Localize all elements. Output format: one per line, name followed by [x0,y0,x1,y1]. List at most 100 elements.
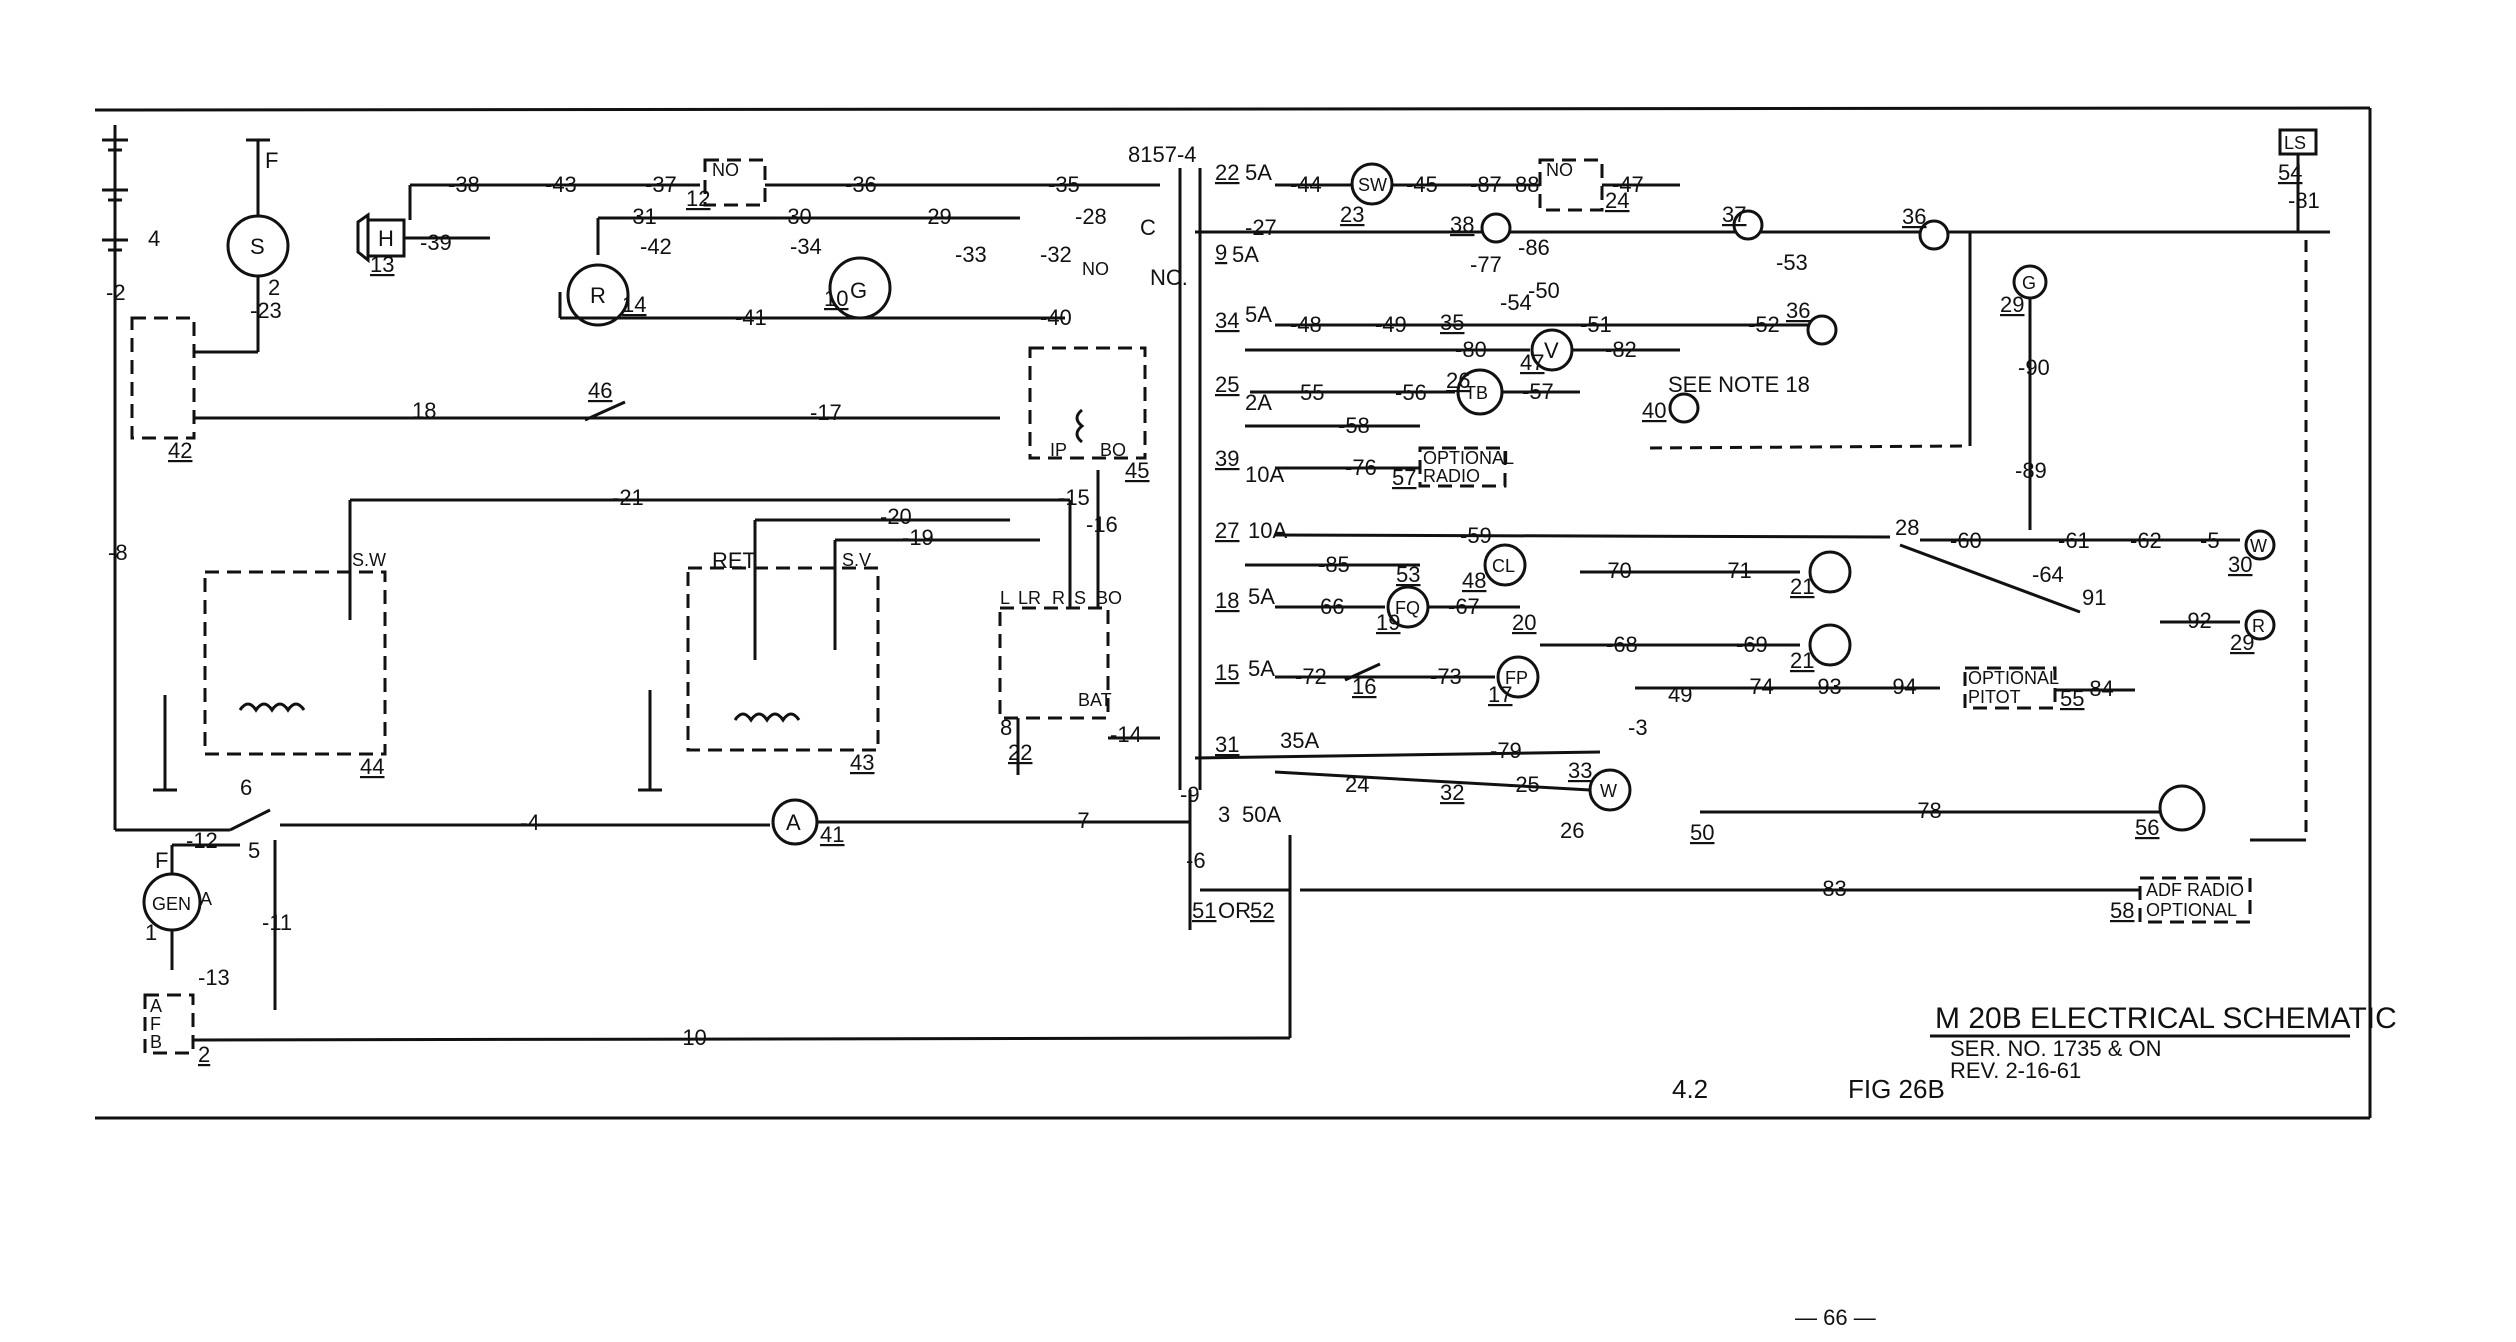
warn-light-33-ground: 26 [1560,818,1584,843]
battery-ref: 4 [148,226,160,251]
frame-top-line [94,106,2371,112]
landing-switch [2278,128,2318,156]
resistor-ref: 35 [1440,310,1464,335]
wire-label: -3 [1628,715,1648,740]
optional-radio-2: RADIO [1423,466,1480,486]
breaker-9-amp: 5A [1232,242,1259,267]
breaker-22: 22 [1215,160,1239,185]
wire-label: -59 [1460,523,1492,548]
adf-radio-ref: 58 [2110,898,2134,923]
switch-5-ref: 5 [248,838,260,863]
wire-label: -28 [1075,204,1107,229]
footer-page: — 66 — [1795,1305,1876,1330]
relay-12-ref: 12 [686,186,710,211]
regulator-ref: 14 [622,292,646,317]
fuel-pump-ref: 17 [1488,682,1512,707]
battery-symbol [102,125,128,290]
governor-right-label: G [2022,273,2036,293]
starter-label: S [250,234,265,259]
relay-12-no: NO [712,160,739,180]
ls-label: LS [2284,133,2306,153]
wire-label: -90 [2018,355,2050,380]
warn-light-30-ref: 30 [2228,552,2252,577]
relay-44-ref: 44 [360,754,384,779]
lamp-36 [1806,314,1838,346]
wire-label: -45 [1406,172,1438,197]
wire-label: -10 [675,1025,707,1050]
clock-label: CL [1492,556,1515,576]
regulator-label: R [590,283,606,308]
fuel-qty-label: FQ [1395,598,1420,618]
wire-label: -69 [1736,632,1768,657]
sw-ref: 23 [1340,202,1364,227]
wire-label: -15 [1058,485,1090,510]
relay-43-ref: 43 [850,750,874,775]
wire-79 [1194,750,1601,760]
sw-label: SW [1358,175,1387,195]
wire-label: -58 [1338,413,1370,438]
lamp-38-ref: 38 [1450,212,1474,237]
wire-label: -61 [2058,528,2090,553]
generator-a: A [200,889,212,909]
master-switch-ref: 6 [240,775,252,800]
wire-label: -5 [2200,528,2220,553]
turn-bank-ref: 26 [1446,368,1470,393]
wire-radio-right [1649,444,1971,450]
wire-label: 66 [1320,594,1344,619]
wire-label: -37 [645,172,677,197]
optional-pitot-1: OPTIONAL [1968,668,2059,688]
ammeter-label: A [786,810,801,835]
wire-label: 91 [2082,585,2106,610]
note-18: SEE NOTE 18 [1668,372,1810,397]
solenoid-box [130,316,196,440]
relay-ret: RET [712,548,756,573]
breaker-34-amp: 5A [1245,302,1272,327]
relay-coil [733,712,801,723]
fuse-ref: 53 [1396,562,1420,587]
generator-label: GEN [152,894,191,914]
lamp-56 [2158,784,2206,832]
wire-label: -77 [1470,252,1502,277]
starter-f-label: F [265,148,278,173]
regulator [566,263,630,327]
breaker-27: 27 [1215,518,1239,543]
wire-label: -82 [1605,337,1637,362]
lamp-37 [1732,209,1764,241]
optional-radio-ref: 57 [1392,465,1416,490]
voltmeter-ref: 47 [1520,350,1544,375]
horn [356,212,406,264]
terminal-ref: 8 [1000,715,1012,740]
wire-label: -43 [545,172,577,197]
breaker-18-amp: 5A [1248,584,1275,609]
breaker-51: 51 [1192,898,1216,923]
fuel-pump-label: FP [1505,668,1528,688]
wire-label: -41 [735,305,767,330]
box-b: B [150,1032,162,1052]
relay-28: 28 [1895,515,1919,540]
bus-label: 8157-4 [1128,142,1197,167]
wire-label: -40 [1040,305,1072,330]
terminal-ref: 22 [1008,740,1032,765]
warn-light-33-label: W [1600,781,1617,801]
horn-ref: 13 [370,252,394,277]
breaker-3-amp: 50A [1242,802,1281,827]
wire-label: -89 [2015,458,2047,483]
wire-label: -83 [1815,876,1847,901]
wire-label: -9 [1180,782,1200,807]
switch-16-ref: 16 [1352,674,1376,699]
terminal-l: L [1000,588,1010,608]
wire-label: -52 [1748,312,1780,337]
breaker-39-amp: 10A [1245,462,1284,487]
relay-box-43 [686,566,880,752]
switch-32-ref: 32 [1440,780,1464,805]
wire-label: -80 [1455,337,1487,362]
wire-label: -49 [1375,312,1407,337]
wire-label: -31 [625,204,657,229]
switch-49-ref: 49 [1668,682,1692,707]
breaker-22-amp: 5A [1245,160,1272,185]
wire-label: -85 [1318,552,1350,577]
wire-label: -34 [790,234,822,259]
breaker-31-amp: 35A [1280,728,1319,753]
wire-label: -57 [1522,379,1554,404]
wire-label: -17 [810,400,842,425]
